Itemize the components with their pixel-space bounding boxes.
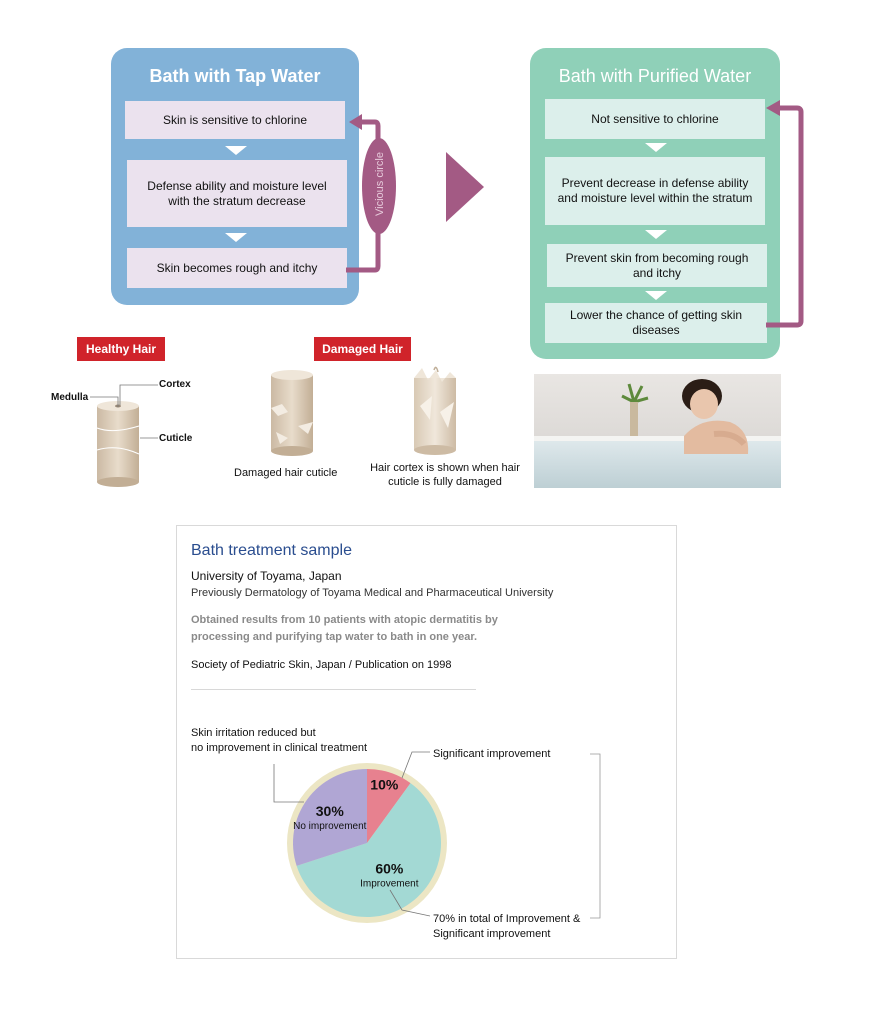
down-arrow-icon — [225, 146, 247, 155]
no-improvement-note-line-1: Skin irritation reduced but — [191, 727, 316, 739]
tap-step-2: Defense ability and moisture level with … — [127, 160, 347, 227]
pie-value-label: 60% — [375, 861, 404, 877]
pie-chart: 10% 60% Improvement 30% No improvement — [273, 751, 601, 923]
healthy-hair-tag: Healthy Hair — [77, 337, 165, 361]
tap-step-1-label: Skin is sensitive to chlorine — [162, 112, 308, 127]
previous-name-label: Previously Dermatology of Toyama Medical… — [191, 587, 554, 599]
pure-step-3: Prevent skin from becoming rough and itc… — [547, 244, 767, 287]
tap-water-title: Bath with Tap Water — [149, 66, 321, 86]
pie-leader-line — [401, 751, 430, 779]
pure-step-1: Not sensitive to chlorine — [545, 99, 765, 139]
pie-category-label: No improvement — [293, 821, 367, 832]
pure-step-1-label: Not sensitive to chlorine — [591, 111, 719, 126]
total-note-line-1: 70% in total of Improvement & — [433, 913, 581, 925]
pie-category-label: Improvement — [360, 879, 419, 890]
pie-leader-line — [389, 889, 431, 917]
total-bracket — [590, 753, 601, 919]
pure-step-3-label: Prevent skin from becoming rough and itc… — [565, 250, 749, 280]
transition-arrow-icon — [446, 152, 484, 222]
vicious-circle-loop — [346, 114, 396, 273]
tap-step-3-label: Skin becomes rough and itchy — [156, 260, 318, 275]
pure-step-4: Lower the chance of getting skin disease… — [545, 303, 767, 343]
no-improvement-note-line-2: no improvement in clinical treatment — [191, 742, 368, 754]
cortex-shown-caption: Hair cortex is shown when hair cuticle i… — [370, 462, 520, 488]
card-divider — [191, 689, 476, 690]
pure-step-2-label: Prevent decrease in defense ability and … — [557, 176, 753, 205]
loop-arrowhead-icon — [766, 100, 780, 116]
hair-leader-lines — [90, 384, 158, 439]
pie-leader-line — [273, 764, 304, 803]
damaged-cuticle-illustration — [271, 370, 313, 456]
results-line-2: processing and purifying tap water to ba… — [191, 631, 478, 643]
pie-slice-improvement — [296, 783, 442, 917]
purified-loop-arrow — [766, 100, 804, 328]
sample-title: Bath treatment sample — [191, 542, 352, 559]
purified-water-title: Bath with Purified Water — [558, 66, 752, 86]
cortex-shown-illustration — [414, 366, 456, 455]
pie-value-label: 10% — [370, 777, 399, 793]
down-arrow-icon — [225, 233, 247, 242]
tap-step-3: Skin becomes rough and itchy — [127, 248, 347, 288]
healthy-hair-illustration — [96, 401, 140, 487]
tap-step-2-label: Defense ability and moisture level with … — [147, 178, 327, 208]
total-note-line-2: Significant improvement — [433, 928, 551, 940]
cortex-label: Cortex — [159, 379, 191, 390]
pie-value-label: 30% — [316, 803, 345, 819]
significant-note: Significant improvement — [433, 748, 551, 760]
loop-arrowhead-icon — [349, 114, 362, 130]
medulla-label: Medulla — [51, 392, 89, 403]
pie-slice-no-improvement — [293, 769, 367, 866]
tap-step-1: Skin is sensitive to chlorine — [125, 101, 345, 139]
cuticle-label: Cuticle — [159, 433, 193, 444]
down-arrow-icon — [645, 291, 667, 300]
society-label: Society of Pediatric Skin, Japan / Publi… — [191, 659, 452, 671]
bath-photo — [534, 374, 781, 488]
pure-step-4-label: Lower the chance of getting skin disease… — [569, 308, 743, 337]
university-label: University of Toyama, Japan — [191, 569, 342, 583]
damaged-cuticle-caption: Damaged hair cuticle — [234, 467, 338, 479]
pie-slice-significant-improvement — [367, 769, 411, 843]
sample-card — [176, 525, 677, 959]
pure-step-2: Prevent decrease in defense ability and … — [545, 157, 765, 225]
results-line-1: Obtained results from 10 patients with a… — [191, 614, 498, 626]
damaged-hair-tag: Damaged Hair — [314, 337, 411, 361]
down-arrow-icon — [645, 143, 667, 152]
down-arrow-icon — [645, 230, 667, 239]
vicious-circle-label: Vicious circle — [374, 152, 386, 216]
